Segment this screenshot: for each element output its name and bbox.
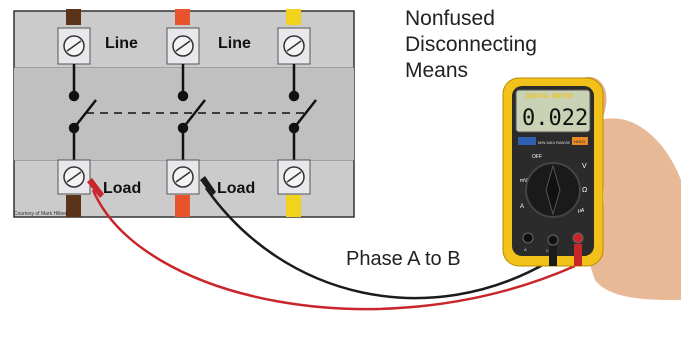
title-line-2: Disconnecting	[405, 33, 537, 56]
title-line-3: Means	[405, 59, 469, 82]
red-probe	[87, 178, 104, 198]
black-probe	[200, 176, 216, 196]
load-terminal-a	[57, 159, 91, 195]
line-terminal-b	[166, 27, 200, 65]
line-terminal-c	[277, 27, 311, 65]
dial-label-off: OFF	[532, 154, 542, 160]
load-terminal-c	[277, 159, 311, 195]
jack-a[interactable]	[522, 232, 534, 244]
red-plug	[574, 244, 582, 266]
phase-b-load-conductor	[175, 195, 190, 217]
meter-lcd	[515, 89, 591, 133]
black-plug	[549, 246, 557, 266]
phase-c-line-conductor	[286, 9, 301, 25]
phase-b-line-conductor	[175, 9, 190, 25]
meter-button-blue[interactable]	[518, 137, 536, 145]
meter-reading: 0.022	[522, 106, 588, 131]
dial-label-ohm: Ω	[582, 187, 587, 194]
multimeter: DIGITAL METER 0.022 MIN MAX RANGE HOLD O…	[502, 77, 604, 267]
meter-dial-pointer	[545, 164, 561, 216]
dial-label-v: V	[582, 163, 587, 170]
dial-label-ua: μA	[578, 208, 585, 214]
load-terminal-b	[166, 159, 200, 195]
meter-brand: DIGITAL	[526, 94, 550, 100]
phase-a-load-conductor	[66, 195, 81, 217]
measurement-label: Phase A to B	[346, 248, 461, 270]
meter-button-hold-key[interactable]	[572, 137, 588, 145]
line-terminal-a	[57, 27, 91, 65]
switch-blade-c	[288, 64, 317, 160]
meter-button-minmax[interactable]: MIN MAX	[538, 140, 555, 145]
switch-blade-a	[68, 64, 97, 160]
switch-blade-b	[177, 64, 206, 160]
phase-a-line-conductor	[66, 9, 81, 25]
title-line-1: Nonfused	[405, 7, 495, 30]
jack-com[interactable]	[547, 234, 559, 246]
meter-button-range[interactable]: RANGE	[556, 140, 571, 145]
load-label-1: Load	[103, 180, 141, 197]
phase-c-load-conductor	[286, 195, 301, 217]
jack-v-ohm[interactable]	[572, 232, 584, 244]
hand	[585, 118, 681, 301]
image-credit: Courtesy of Mark Hilbert	[14, 211, 68, 217]
line-label-2: Line	[218, 35, 251, 52]
load-label-2: Load	[217, 180, 255, 197]
dial-label-a: A	[520, 204, 524, 210]
black-test-lead	[204, 187, 549, 300]
line-label-1: Line	[105, 35, 138, 52]
red-test-lead	[91, 189, 576, 311]
meter-model: METER	[552, 94, 574, 100]
dial-label-mv: mV	[520, 178, 528, 184]
meter-button-hold[interactable]: HOLD	[574, 139, 585, 144]
jack-label-a: A	[524, 247, 527, 252]
